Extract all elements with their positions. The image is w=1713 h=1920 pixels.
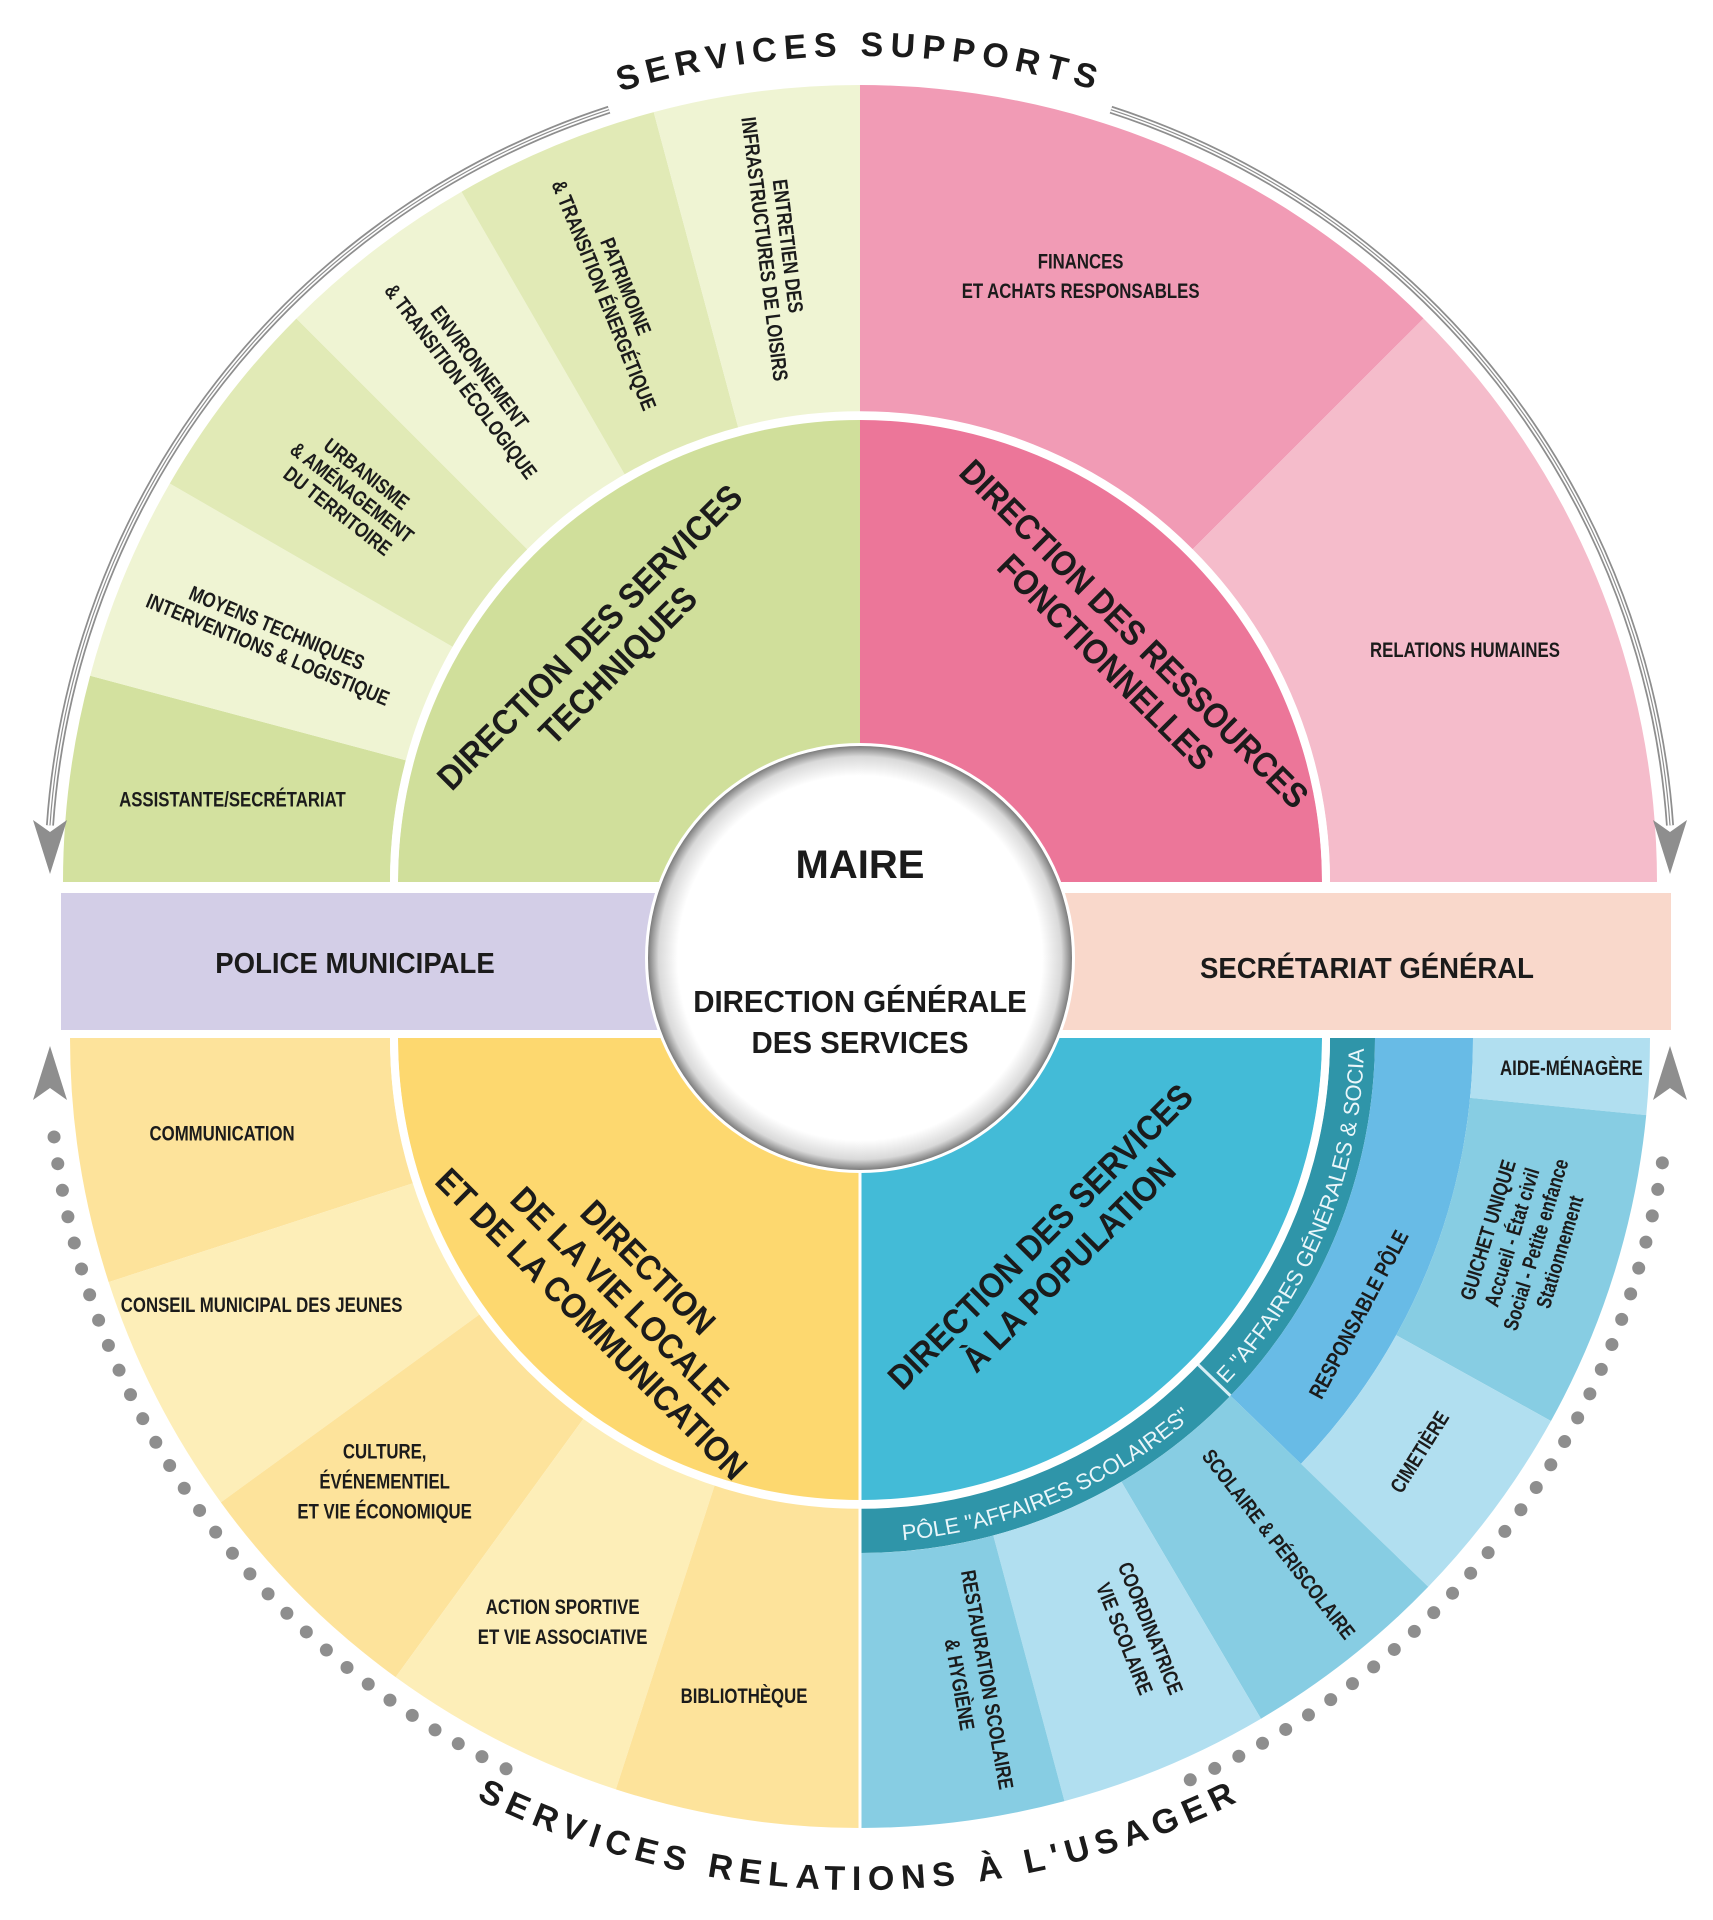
service-cimetiere-sector: [1300, 1335, 1551, 1587]
service-action-sportive-label-line: ET VIE ASSOCIATIVE: [478, 1626, 648, 1649]
sectors-layer: [63, 85, 1657, 1830]
direction-services-techniques-sector: [398, 420, 860, 882]
service-finances-label: FINANCES ET ACHATS RESPONSABLES: [962, 251, 1200, 304]
service-culture-label-line: ÉVÉNEMENTIEL: [319, 1470, 450, 1494]
support-arrow-arc-core: [49, 109, 610, 826]
service-environnement-sector: [296, 191, 625, 550]
service-bibliotheque-label: BIBLIOTHÈQUE: [681, 1684, 808, 1708]
service-culture-label: CULTURE, ÉVÉNEMENTIEL ET VIE ÉCONOMIQUE: [297, 1441, 471, 1524]
service-communication-label-line: COMMUNICATION: [150, 1123, 295, 1146]
direction-vie-locale-sector: [398, 1038, 860, 1500]
service-aide-menagere-label-line: AIDE-MÉNAGÈRE: [1500, 1056, 1643, 1080]
arrow-down-icon: [33, 820, 67, 874]
service-coordinatrice-vie-scolaire-sector: [993, 1481, 1261, 1802]
police-municipale-text: POLICE MUNICIPALE: [215, 946, 494, 979]
center-circle: [648, 746, 1072, 1170]
service-culture-label-line: CULTURE,: [343, 1441, 427, 1464]
service-assistante-secretariat-sector: [63, 675, 407, 882]
service-assistante-secretariat-label: ASSISTANTE/SECRÉTARIAT: [119, 788, 346, 812]
dgs-line: DIRECTION GÉNÉRALE: [693, 984, 1027, 1019]
service-conseil-municipal-des-jeunes-label: CONSEIL MUNICIPAL DES JEUNES: [121, 1294, 403, 1317]
service-guichet-unique-sector: [1396, 1097, 1647, 1421]
direction-services-population-sector: [860, 1038, 1322, 1500]
service-urbanisme-sector: [169, 318, 528, 647]
inner-ring-gap-top: [390, 411, 1330, 882]
service-action-sportive-label-line: ACTION SPORTIVE: [486, 1596, 640, 1619]
service-communication-sector: [70, 1038, 413, 1283]
arrow-up-icon: [33, 1046, 67, 1100]
responsable-pole-sector: [1230, 1038, 1473, 1464]
service-assistante-secretariat-label-line: ASSISTANTE/SECRÉTARIAT: [119, 788, 346, 812]
center-layer: MAIRE DIRECTION GÉNÉRALE DES SERVICES: [645, 743, 1075, 1173]
service-action-sportive-sector: [395, 1418, 715, 1790]
secretariat-general-label: SECRÉTARIAT GÉNÉRAL: [1200, 951, 1534, 984]
arrows-layer: [33, 105, 1687, 1787]
service-guichet-unique-label: GUICHET UNIQUEAccueil - État civilSocial…: [1452, 1142, 1598, 1341]
service-patrimoine-sector: [461, 112, 739, 475]
service-finances-label-line: ET ACHATS RESPONSABLES: [962, 281, 1200, 304]
support-arrow-arc-core: [1110, 109, 1671, 826]
service-culture-label-line: ET VIE ÉCONOMIQUE: [297, 1500, 471, 1524]
maire-text: MAIRE: [796, 843, 925, 887]
pole-divider: [1197, 1363, 1232, 1397]
service-action-sportive-label: ACTION SPORTIVE ET VIE ASSOCIATIVE: [478, 1596, 648, 1649]
maire-label: MAIRE: [796, 843, 925, 887]
service-entretien-des-sector: [653, 85, 860, 429]
pole-affaires-generales-band: [1198, 1038, 1375, 1396]
service-scolaire-periscolaire-sector: [1121, 1395, 1429, 1719]
service-finances-label-line: FINANCES: [1038, 251, 1124, 274]
direction-ressources-fonctionnelles-sector: [860, 420, 1322, 882]
dgs-line: DES SERVICES: [751, 1026, 968, 1060]
service-relations-humaines-label-line: RELATIONS HUMAINES: [1370, 639, 1560, 662]
service-conseil-municipal-des-jeunes-label-line: CONSEIL MUNICIPAL DES JEUNES: [121, 1294, 403, 1317]
service-conseil-municipal-des-jeunes-sector: [108, 1183, 480, 1503]
arrow-up-icon: [1653, 1046, 1687, 1100]
service-aide-menagere-sector: [1470, 1038, 1650, 1116]
service-communication-label: COMMUNICATION: [150, 1123, 295, 1146]
service-bibliotheque-sector: [615, 1485, 860, 1828]
direction-generale-label: DIRECTION GÉNÉRALE DES SERVICES: [693, 984, 1027, 1060]
secretariat-general-text: SECRÉTARIAT GÉNÉRAL: [1200, 951, 1534, 984]
service-culture-sector: [220, 1314, 584, 1678]
service-relations-humaines-label: RELATIONS HUMAINES: [1370, 639, 1560, 662]
pole-affaires-scolaires-band: [860, 1364, 1231, 1553]
service-restauration-scolaire-sector: [860, 1535, 1065, 1828]
service-bibliotheque-label-line: BIBLIOTHÈQUE: [681, 1684, 808, 1708]
police-municipale-label: POLICE MUNICIPALE: [215, 946, 494, 979]
service-moyens-techniques-sector: [90, 483, 453, 761]
arrow-down-icon: [1653, 820, 1687, 874]
service-aide-menagere-label: AIDE-MÉNAGÈRE: [1500, 1056, 1643, 1080]
